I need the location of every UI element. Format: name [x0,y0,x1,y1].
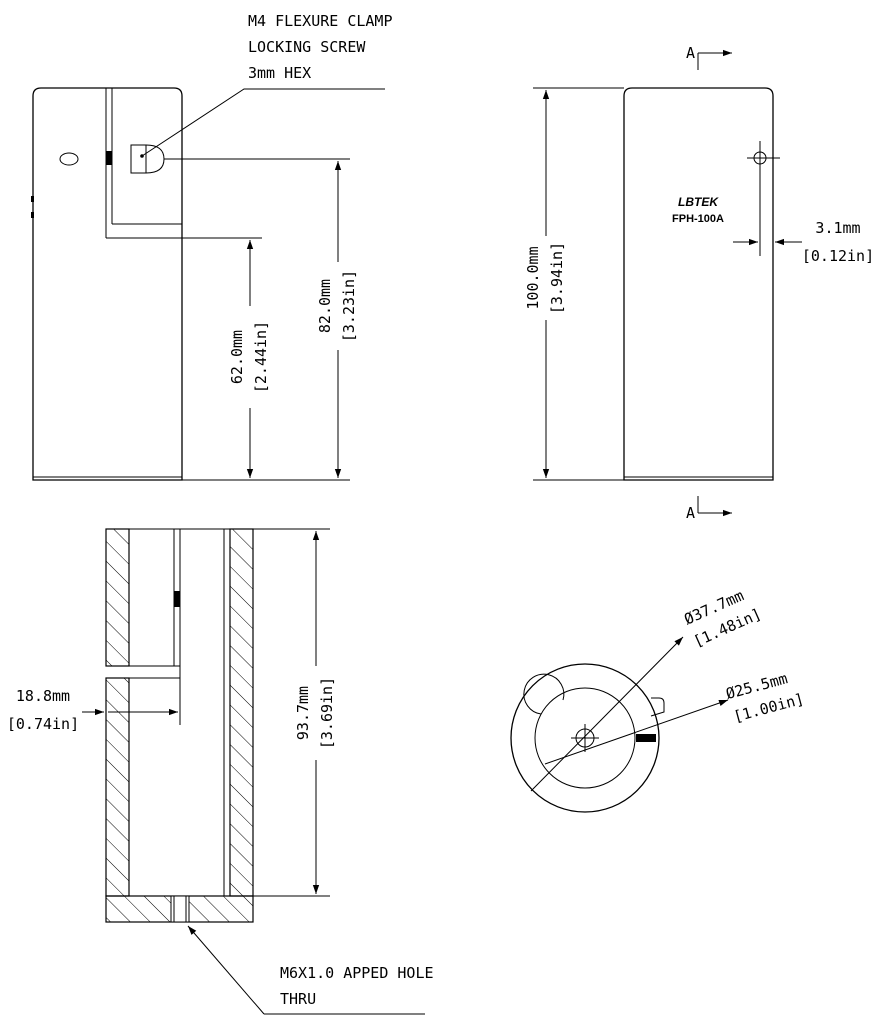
section-marker-top: A [686,44,732,70]
dim-62-mm: 62.0mm [228,330,246,384]
dia-25-5-symbol: Ø [724,683,737,703]
dia-25-5-leader [544,699,729,765]
dim-100-in: [3.94in] [548,242,566,314]
tapped-hole [170,895,190,923]
section-marker-top-label: A [686,44,695,62]
side-view-outline [32,87,183,481]
dim-3-1-in: [0.12in] [802,247,874,265]
dim-3-1-mm: 3.1mm [815,219,860,237]
dim-82-mm: 82.0mm [316,279,334,333]
side-hole-arc [523,673,565,715]
dim-62-label: 62.0mm [2.44in] [228,321,270,393]
dim-18-8-in: [0.74in] [7,715,79,733]
tapped-callout-line-2: THRU [280,990,316,1008]
dim-93-7-label: 93.7mm [3.69in] [294,677,336,749]
mounting-hole [59,152,79,166]
clamp-callout-line-1: M4 FLEXURE CLAMP [248,12,393,30]
dim-100-mm: 100.0mm [524,246,542,309]
clamp-callout-leader [141,88,385,157]
dia-25-5-label: Ø25.5mm [1.00in] [724,669,806,726]
dim-18-8-mm: 18.8mm [16,687,70,705]
dia-37-7-label: Ø37.7mm [1.48in] [681,586,764,650]
clamp-callout-line-2: LOCKING SCREW [248,38,366,56]
brand-logo: LBTEK [678,195,719,209]
tapped-callout-line-1: M6X1.0 APPED HOLE [280,964,434,982]
section-marker-bottom-label: A [686,504,695,522]
dim-100-label: 100.0mm [3.94in] [524,242,566,314]
top-view: Ø37.7mm [1.48in] Ø25.5mm [1.00in] [510,586,806,813]
tapped-callout-leader [187,925,265,1015]
outer-circle [510,663,660,813]
screw-tab [650,697,665,717]
side-view: M4 FLEXURE CLAMP LOCKING SCREW 3mm HEX 6… [31,12,393,481]
clamp-callout-line-3: 3mm HEX [248,64,311,82]
edge-mark-2 [31,212,34,218]
right-wall [229,528,254,897]
dim-93-7-in: [3.69in] [318,677,336,749]
slot-clamp-mark [106,151,112,165]
dim-82-in: [3.23in] [340,270,358,342]
dim-82-label: 82.0mm [3.23in] [316,270,358,342]
dia-37-7-leader [530,636,684,792]
front-view: LBTEK FPH-100A 3.1mm [0.12in] 100.0mm [3… [524,44,874,522]
section-view: 18.8mm [0.74in] 93.7mm [3.69in] M6X1.0 A… [7,528,434,1015]
dim-62-in: [2.44in] [252,321,270,393]
dim-93-7-mm: 93.7mm [294,686,312,740]
edge-mark-1 [31,196,34,202]
left-wall-lower [105,677,130,897]
front-view-outline [623,87,774,481]
top-view-clamp-mark [636,734,656,742]
clamp-callout: M4 FLEXURE CLAMP LOCKING SCREW 3mm HEX [248,12,393,82]
model-label: FPH-100A [672,213,724,225]
bore-circle [534,687,636,789]
clamp-screw-head [130,144,165,174]
section-marker-bottom: A [686,496,732,522]
section-clamp-mark [174,591,180,607]
left-wall-upper [105,528,130,667]
